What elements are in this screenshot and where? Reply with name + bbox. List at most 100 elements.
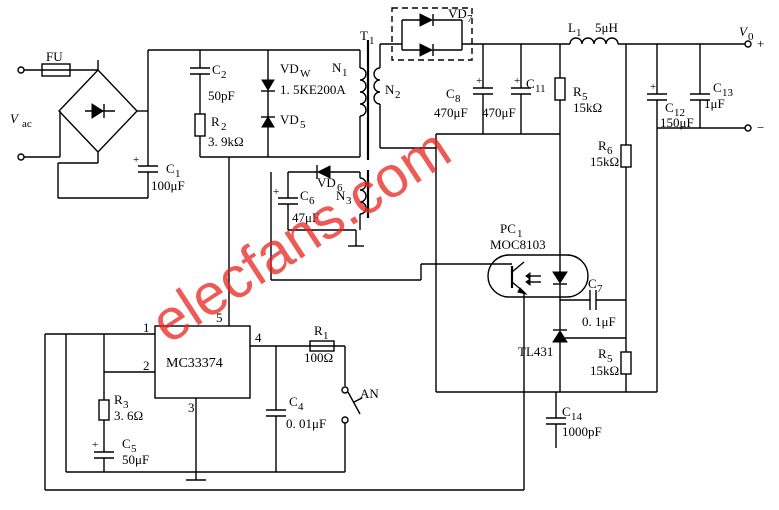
tl431-regulator: TL431: [436, 320, 657, 393]
r5a-label: R: [573, 84, 582, 99]
c6-label: C: [300, 188, 309, 203]
l1-value: 5μH: [595, 20, 618, 35]
c14-value: 1000pF: [562, 424, 602, 439]
optocoupler-pc1: PC 1 MOC8103: [487, 221, 589, 320]
c7-label: C: [588, 276, 597, 291]
capacitor-c1: + C 1 100μF: [133, 154, 185, 198]
r5a-value: 15kΩ: [573, 100, 602, 115]
c1-label: C: [166, 161, 175, 176]
resistor-r5-top: R 5 15kΩ: [554, 44, 602, 264]
c5-value: 50μF: [122, 452, 149, 467]
vo-label: V: [739, 24, 749, 39]
c12-sub: 12: [674, 107, 685, 119]
c2-value: 50pF: [208, 88, 235, 103]
r6-value: 15kΩ: [590, 154, 619, 169]
vd5-sub: 5: [300, 119, 306, 131]
watermark: elecfans.com: [140, 115, 462, 356]
fuse: FU: [41, 49, 71, 77]
n1-label: N: [332, 60, 342, 75]
r3-sub: 3: [123, 399, 129, 411]
c4-label: C: [289, 394, 298, 409]
n3-label: N: [336, 188, 346, 203]
c8-label: C: [446, 86, 455, 101]
r6-sub: 6: [607, 145, 613, 157]
vac-label: V: [10, 111, 20, 126]
ic-pin1: 1: [143, 320, 150, 335]
transformer-t1: T 1 N 1 N 2 N 3: [332, 28, 436, 218]
vo-minus: −: [757, 120, 764, 135]
c8-sub: 8: [455, 93, 461, 105]
t1-label: T: [360, 28, 368, 43]
c5-sub: 5: [131, 443, 137, 455]
c2-sub: 2: [221, 69, 227, 81]
svg-text:+: +: [273, 186, 279, 198]
n2-sub: 2: [395, 89, 401, 101]
resistor-r1: R 1 100Ω: [304, 323, 335, 365]
r6-label: R: [598, 138, 607, 153]
r2-sub: 2: [221, 121, 227, 133]
c11-sub: 11: [535, 83, 546, 95]
c14-sub: 14: [571, 411, 583, 423]
ic-label: MC33374: [166, 356, 223, 371]
c8-value: 470μF: [434, 105, 468, 120]
ic-pin4: 4: [255, 330, 262, 345]
c1-value: 100μF: [151, 178, 185, 193]
r2-value: 3. 9kΩ: [208, 134, 244, 149]
svg-text:+: +: [92, 439, 98, 451]
pc1-sub: 1: [517, 228, 523, 240]
capacitor-c7: C 7 0. 1μF: [560, 276, 626, 329]
clamp-vdw-vd5: VD W 1. 5KE200A VD 5: [261, 50, 346, 157]
c2-label: C: [212, 62, 221, 77]
r3-value: 3. 6Ω: [114, 408, 143, 423]
c13-value: 1μF: [704, 96, 725, 111]
capacitor-c4: C 4 0. 01μF: [266, 346, 326, 472]
r5a-sub: 5: [582, 91, 588, 103]
c6-sub: 6: [309, 195, 315, 207]
ic-pin3: 3: [188, 400, 195, 415]
r3-label: R: [114, 392, 123, 407]
r2-label: R: [211, 114, 220, 129]
svg-text:+: +: [514, 75, 520, 87]
vdw-label: VD: [280, 61, 299, 76]
n2-label: N: [385, 82, 395, 97]
c4-sub: 4: [298, 401, 304, 413]
c7-sub: 7: [597, 283, 603, 295]
divider-r6-r5: R 6 15kΩ R 5 15kΩ: [590, 44, 632, 392]
c14-label: C: [562, 404, 571, 419]
c13-label: C: [713, 80, 722, 95]
output-terminals: V 0 + −: [739, 24, 764, 135]
vac-sub: ac: [22, 118, 32, 130]
switch-an: AN: [341, 346, 379, 472]
output-rectifier-vd7: VD 7: [380, 6, 570, 61]
output-caps-c8-c11: + + C 8 470μF C 11 470μF: [434, 44, 560, 392]
pc1-part: MOC8103: [490, 237, 546, 252]
bridge-rectifier: [58, 60, 148, 157]
ac-input: V ac: [10, 66, 98, 161]
r1-sub: 1: [323, 330, 329, 342]
c4-value: 0. 01μF: [286, 416, 326, 431]
pc1-label: PC: [500, 221, 516, 236]
vd5-label: VD: [280, 112, 299, 127]
vd7-label: VD: [448, 6, 467, 21]
fuse-label: FU: [46, 49, 63, 64]
aux-supply: + C 6 47μF VD 6: [270, 165, 490, 281]
svg-text:+: +: [650, 81, 656, 93]
vdw-sub: W: [300, 68, 311, 80]
c11-value: 470μF: [482, 105, 516, 120]
vd6-sub: 6: [337, 182, 343, 194]
svg-text:+: +: [476, 75, 482, 87]
snubber-c2-r2: C 2 50pF R 2 3. 9kΩ: [190, 50, 360, 158]
vo-plus: +: [757, 36, 764, 51]
vo-sub: 0: [748, 31, 754, 43]
svg-text:+: +: [133, 154, 139, 166]
c12-label: C: [665, 100, 674, 115]
c13-sub: 13: [722, 87, 734, 99]
tl431-label: TL431: [518, 344, 553, 359]
vd6-label: VD: [317, 175, 336, 190]
r1-value: 100Ω: [304, 350, 333, 365]
r3-c5-network: + R 3 3. 6Ω C 5 50μF: [65, 334, 345, 473]
c5-label: C: [122, 436, 131, 451]
n3-sub: 3: [346, 195, 352, 207]
mc33374-controller: MC33374 1 2 3 4 5: [44, 157, 524, 491]
